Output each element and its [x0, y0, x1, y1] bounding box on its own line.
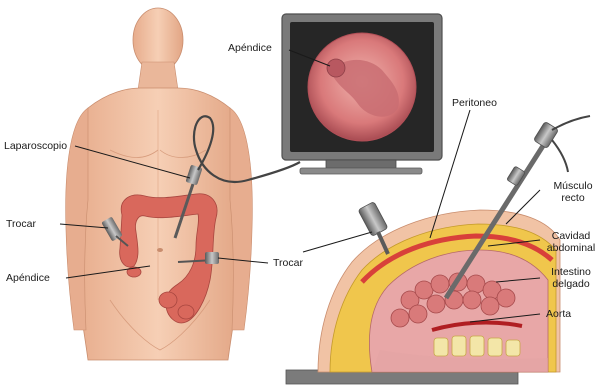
label-trocar-left: Trocar — [6, 218, 36, 230]
label-apendice-body: Apéndice — [6, 272, 50, 284]
monitor — [282, 14, 442, 174]
label-laparoscopio: Laparoscopio — [4, 140, 67, 152]
label-cavidad-line2: abdominal — [543, 242, 599, 254]
label-peritoneo: Peritoneo — [452, 97, 497, 109]
label-intestino-line2: delgado — [544, 278, 598, 290]
label-cavidad-line1: Cavidad — [543, 230, 599, 242]
human-body — [66, 8, 253, 360]
label-apendice-monitor: Apéndice — [228, 42, 272, 54]
label-cavidad-abdominal: Cavidad abdominal — [543, 230, 599, 254]
label-intestino-line1: Intestino — [544, 266, 598, 278]
label-musculo-recto-line1: Músculo — [548, 180, 598, 192]
label-aorta: Aorta — [546, 308, 571, 320]
label-musculo-recto: Músculo recto — [548, 180, 598, 204]
label-musculo-recto-line2: recto — [548, 192, 598, 204]
label-intestino-delgado: Intestino delgado — [544, 266, 598, 290]
label-trocar-center: Trocar — [273, 257, 303, 269]
